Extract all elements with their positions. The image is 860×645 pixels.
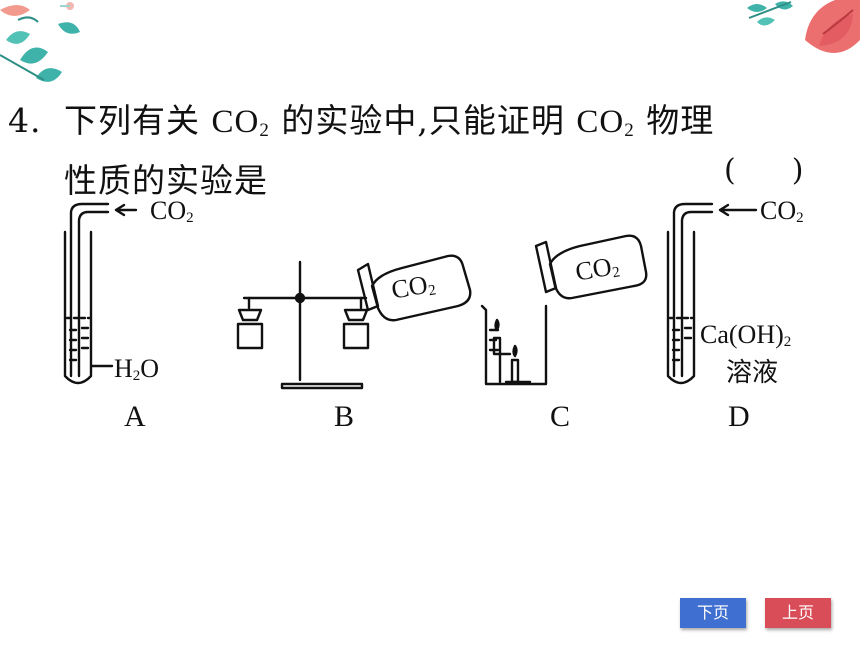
answer-blank: () xyxy=(724,153,804,188)
question-line-2: 性质的实验是 xyxy=(64,161,268,200)
floral-decoration-icon xyxy=(0,2,80,82)
experiment-figure: CO2 H2O A CO2 B CO2 C CO2 Ca(OH)2 溶液 D xyxy=(0,190,860,440)
solution-label-d: Ca(OH)2 xyxy=(700,320,792,350)
next-page-button[interactable]: 下页 xyxy=(680,598,746,628)
question-number: 4. xyxy=(8,101,42,140)
liquid-label-a: H2O xyxy=(114,354,160,384)
bottle-label-b: CO2 xyxy=(389,269,438,305)
previous-page-button[interactable]: 上页 xyxy=(765,598,831,628)
gas-label-a: CO2 xyxy=(150,196,194,226)
test-tube-d-icon xyxy=(666,202,758,385)
gas-label-d: CO2 xyxy=(760,196,804,226)
test-tube-a-icon xyxy=(63,202,138,385)
caption-d: D xyxy=(728,400,750,433)
caption-c: C xyxy=(550,400,571,433)
bottle-label-c: CO2 xyxy=(573,251,622,287)
question-text: 4.下列有关 CO2 的实验中,只能证明 CO2 物理 性质的实验是 xyxy=(8,96,714,206)
formula-co2: CO2 xyxy=(211,104,270,141)
caption-a: A xyxy=(124,400,146,433)
caption-b: B xyxy=(334,400,355,433)
beaker-c-icon xyxy=(480,234,648,386)
floral-decoration-icon xyxy=(747,0,860,53)
balance-b-icon xyxy=(236,254,472,390)
question-line-1: 4.下列有关 CO2 的实验中,只能证明 CO2 物理 xyxy=(8,96,714,156)
solution-label-d-line2: 溶液 xyxy=(726,358,779,388)
formula-co2: CO2 xyxy=(576,104,635,141)
